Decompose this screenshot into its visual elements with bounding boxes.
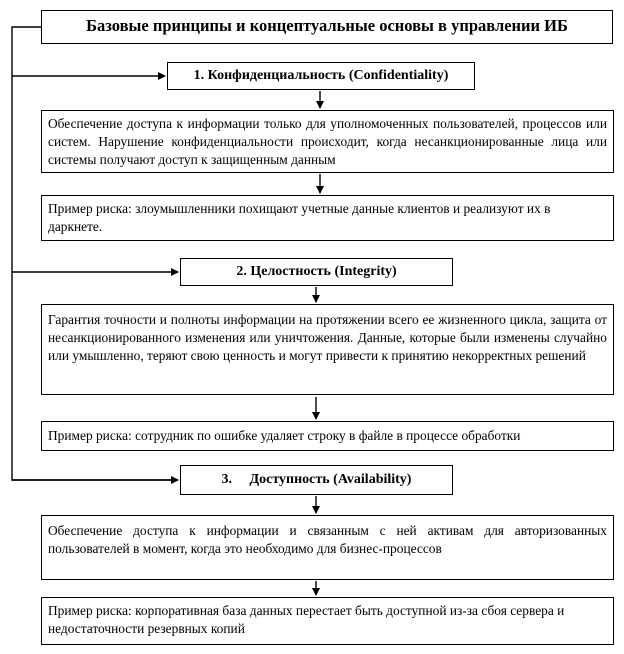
principle-integrity-risk: Пример риска: сотрудник по ошибке удаляе… xyxy=(41,421,614,451)
principle-confidentiality-description: Обеспечение доступа к информации только … xyxy=(41,110,614,173)
principle-integrity-description: Гарантия точности и полноты информации н… xyxy=(41,304,614,395)
principle-integrity-heading: 2. Целостность (Integrity) xyxy=(180,258,453,286)
left-spine-line xyxy=(11,26,178,481)
principle-availability-risk: Пример риска: корпоративная база данных … xyxy=(41,597,614,645)
principle-availability-heading: 3. Доступность (Availability) xyxy=(180,465,453,495)
principle-availability-description: Обеспечение доступа к информации и связа… xyxy=(41,515,614,580)
diagram-title: Базовые принципы и концептуальные основы… xyxy=(41,10,613,44)
principle-confidentiality-heading: 1. Конфиденциальность (Confidentiality) xyxy=(167,62,475,90)
principle-confidentiality-risk: Пример риска: злоумышленники похищают уч… xyxy=(41,195,614,241)
